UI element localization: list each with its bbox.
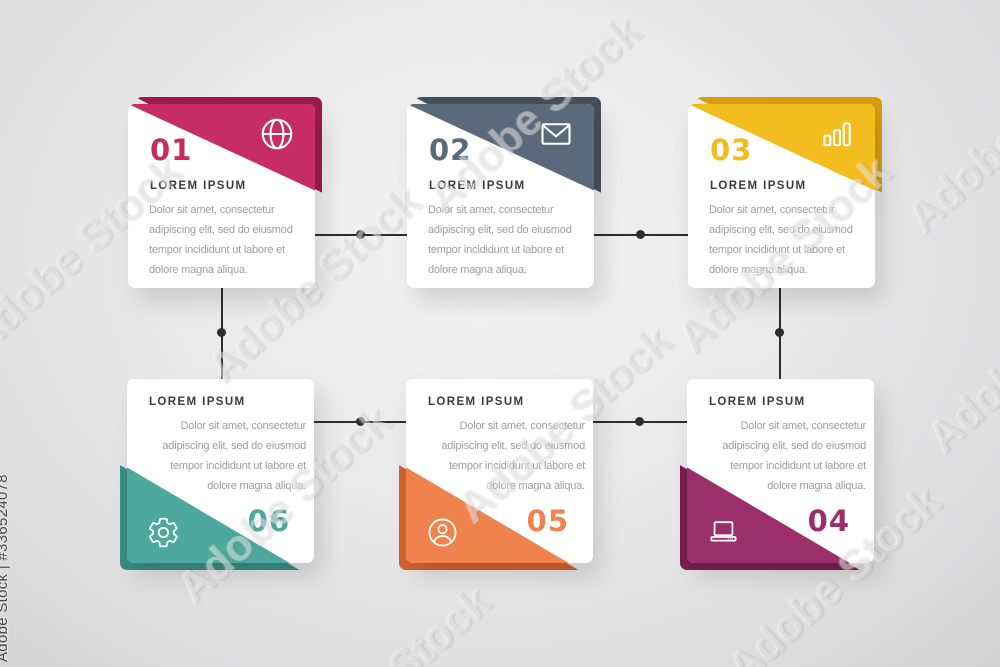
user-icon <box>426 516 459 549</box>
card-body-text: Dolor sit amet, consectetur adipiscing e… <box>162 420 306 492</box>
step-number: 01 <box>150 133 193 167</box>
step-number: 06 <box>247 504 290 538</box>
watermark-text: Adobe Stock <box>268 576 501 667</box>
connector-dot <box>356 230 365 239</box>
card-02: 02 LOREM IPSUM Dolor sit amet, consectet… <box>407 97 601 288</box>
card-04: 04 LOREM IPSUM Dolor sit amet, consectet… <box>680 379 874 570</box>
card-title: LOREM IPSUM <box>710 180 807 192</box>
card-05: 05 LOREM IPSUM Dolor sit amet, consectet… <box>399 379 593 570</box>
card-body-text: Dolor sit amet, consectetur adipiscing e… <box>149 204 293 276</box>
card-03: 03 LOREM IPSUM Dolor sit amet, consectet… <box>688 97 882 288</box>
card-title: LOREM IPSUM <box>709 396 806 408</box>
laptop-icon <box>707 516 740 549</box>
connector-dot <box>636 230 645 239</box>
card-body-text: Dolor sit amet, consectetur adipiscing e… <box>428 204 572 276</box>
card-body-text: Dolor sit amet, consectetur adipiscing e… <box>709 204 853 276</box>
gear-icon <box>147 516 180 549</box>
card-title: LOREM IPSUM <box>150 180 247 192</box>
step-number: 04 <box>807 504 850 538</box>
card-title: LOREM IPSUM <box>429 180 526 192</box>
watermark-text: Adobe Stock <box>917 246 1000 463</box>
card-01: 01 LOREM IPSUM Dolor sit amet, consectet… <box>128 97 322 288</box>
connector-dot <box>635 417 644 426</box>
bar-chart-icon <box>819 116 855 152</box>
connector-dot <box>217 328 226 337</box>
card-body-text: Dolor sit amet, consectetur adipiscing e… <box>722 420 866 492</box>
card-06: 06 LOREM IPSUM Dolor sit amet, consectet… <box>120 379 314 570</box>
step-number: 02 <box>429 133 472 167</box>
step-number: 03 <box>710 133 753 167</box>
card-title: LOREM IPSUM <box>428 396 525 408</box>
watermark-text: Adobe Stock <box>897 26 1000 243</box>
envelope-icon <box>538 116 574 152</box>
connector-dot <box>775 328 784 337</box>
card-title: LOREM IPSUM <box>149 396 246 408</box>
connector-dot <box>356 417 365 426</box>
stock-id-label: Adobe Stock | #336524078 <box>0 474 11 662</box>
card-body-text: Dolor sit amet, consectetur adipiscing e… <box>441 420 585 492</box>
step-number: 05 <box>526 504 569 538</box>
globe-icon <box>259 116 295 152</box>
